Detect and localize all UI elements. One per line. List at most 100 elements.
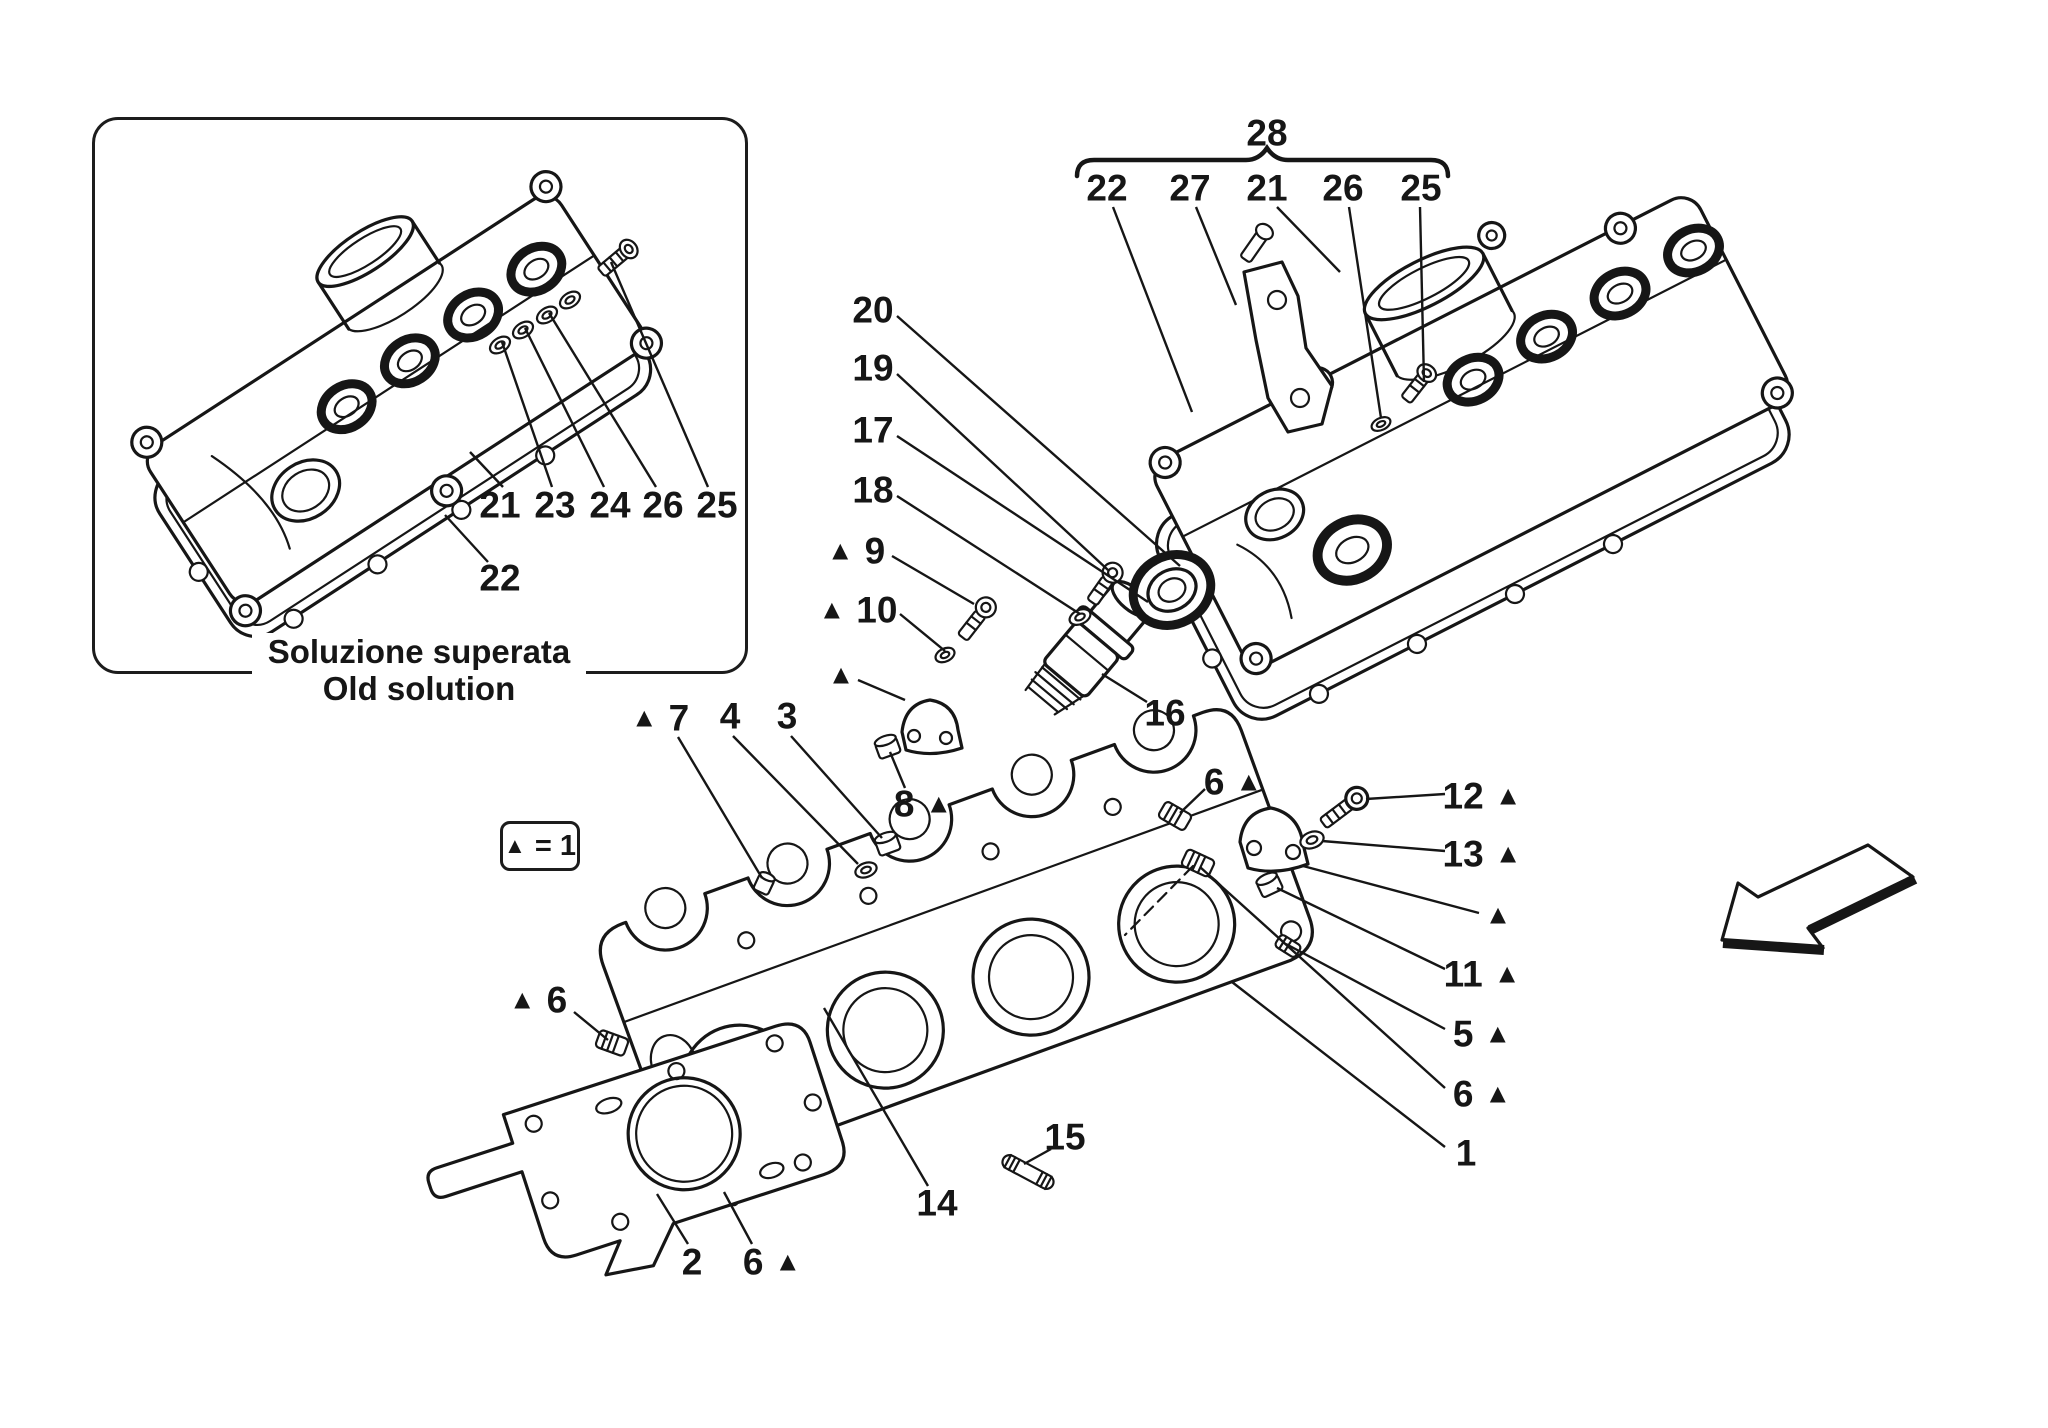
- callout-18: 18: [852, 472, 893, 509]
- triangle-icon: ▲: [1494, 780, 1522, 811]
- callout-16: 16: [1144, 695, 1185, 732]
- callout-6: 6▲: [1204, 764, 1262, 801]
- callout-9: ▲9: [827, 533, 885, 570]
- leader-line: [790, 735, 883, 839]
- callout-11: 11 ▲: [1444, 956, 1521, 993]
- triangle-icon: ▲: [925, 788, 953, 819]
- seal-grommet-part: [1128, 550, 1216, 630]
- callout-triangle: ▲: [827, 659, 855, 690]
- leader-line: [1276, 206, 1341, 273]
- leader-line: [1194, 206, 1238, 306]
- callout-22: 22: [479, 560, 520, 597]
- callout-number: 18: [852, 469, 894, 511]
- group-brace: [1074, 143, 1451, 179]
- callout-number: 28: [1246, 112, 1288, 154]
- legend-label: = 1: [534, 829, 576, 862]
- leader-line: [1101, 672, 1148, 704]
- triangle-icon: ▲: [630, 702, 658, 733]
- callout-number: 23: [534, 484, 576, 526]
- leader-line: [523, 327, 606, 488]
- callout-number: 2: [681, 1241, 703, 1283]
- callout-10: ▲ 10: [819, 592, 898, 629]
- callout-number: 19: [852, 347, 894, 389]
- old-cam-cover-drawing: [130, 170, 664, 639]
- callout-number: 7: [668, 697, 690, 739]
- callout-number: 17: [852, 409, 894, 451]
- triangle-icon: ▲: [818, 594, 846, 625]
- old-cover-fasteners: [488, 238, 639, 355]
- callout-14: 14: [916, 1185, 957, 1222]
- triangle-icon: ▲: [1493, 958, 1521, 989]
- callout-number: 6: [546, 979, 568, 1021]
- leader-line: [896, 373, 1109, 571]
- callout-number: 22: [479, 557, 521, 599]
- head-gasket-drawing: [426, 1022, 846, 1277]
- callout-triangle: ▲: [1484, 899, 1512, 930]
- inset-caption-line1: Soluzione superata: [267, 633, 571, 670]
- leader-line: [1321, 839, 1446, 853]
- triangle-icon: ▲: [1484, 1078, 1512, 1109]
- leader-line: [899, 613, 946, 652]
- callout-number: 13: [1442, 833, 1484, 875]
- callout-3: 3: [777, 698, 798, 735]
- callout-number: 21: [479, 484, 521, 526]
- leader-line: [609, 261, 710, 488]
- callout-21: 21: [479, 487, 520, 524]
- small-bolts-washers: [934, 561, 1124, 664]
- callout-number: 1: [1455, 1132, 1477, 1174]
- callout-number: 26: [1322, 167, 1364, 209]
- leader-line: [1347, 206, 1383, 419]
- triangle-icon: ▲: [1494, 838, 1522, 869]
- callout-number: 26: [642, 484, 684, 526]
- triangle-icon: ▲: [508, 984, 536, 1015]
- inset-caption: Soluzione superata Old solution: [252, 633, 586, 707]
- callout-number: 22: [1086, 167, 1128, 209]
- leader-line: [896, 315, 1181, 567]
- callout-number: 4: [719, 695, 741, 737]
- triangle-icon: ▲: [826, 535, 854, 566]
- callout-6: 6▲: [1453, 1076, 1511, 1113]
- callout-5: 5▲: [1453, 1016, 1511, 1053]
- triangle-icon: ▲: [1235, 766, 1263, 797]
- leader-line: [1023, 1147, 1052, 1166]
- bracket-and-bolt: [1240, 222, 1438, 434]
- bushings-dowels: [752, 733, 1284, 899]
- leader-line: [822, 1007, 930, 1187]
- direction-arrow-icon: [1720, 843, 1918, 955]
- leader-line: [1285, 942, 1446, 1031]
- callout-number: 10: [856, 589, 898, 631]
- leader-line: [891, 554, 975, 606]
- leader-line: [1365, 792, 1446, 801]
- inset-caption-line2: Old solution: [322, 670, 516, 707]
- callout-21: 21: [1246, 170, 1287, 207]
- leader-line: [1302, 864, 1480, 915]
- callout-number: 8: [893, 783, 915, 825]
- callout-number: 5: [1452, 1013, 1474, 1055]
- callout-number: 16: [1144, 692, 1186, 734]
- callout-22: 22: [1086, 170, 1127, 207]
- triangle-icon: ▲: [1484, 899, 1512, 930]
- callout-15: 15: [1044, 1119, 1085, 1156]
- callout-number: 6: [1203, 761, 1225, 803]
- callout-7: ▲7: [631, 700, 689, 737]
- leader-line: [1231, 981, 1446, 1148]
- leader-lines: [444, 206, 1480, 1245]
- callout-27: 27: [1169, 170, 1210, 207]
- leader-line: [1179, 788, 1206, 814]
- callout-number: 25: [696, 484, 738, 526]
- leader-line: [732, 735, 859, 865]
- leader-line: [1418, 206, 1426, 383]
- callout-number: 14: [916, 1182, 958, 1224]
- callout-2: 2: [682, 1244, 703, 1281]
- callout-number: 3: [776, 695, 798, 737]
- leader-line: [655, 1193, 690, 1245]
- callout-number: 11: [1443, 953, 1483, 995]
- leader-line: [676, 736, 764, 879]
- callout-1: 1: [1456, 1135, 1477, 1172]
- callout-28: 28: [1246, 115, 1287, 152]
- triangle-icon: ▲: [827, 659, 855, 690]
- leader-line: [722, 1191, 754, 1245]
- callout-number: 6: [1452, 1073, 1474, 1115]
